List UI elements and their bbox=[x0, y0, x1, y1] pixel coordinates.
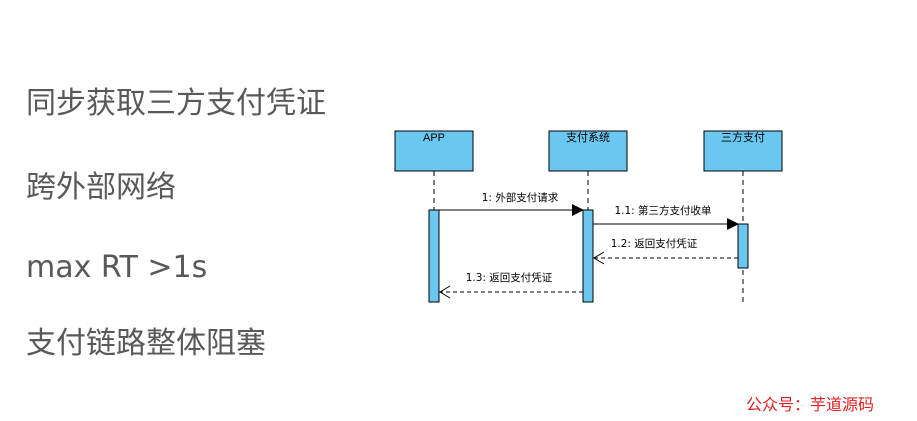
participant-app-label: APP bbox=[423, 132, 445, 144]
bullet-cross-network: 跨外部网络 bbox=[26, 170, 176, 205]
message-1-3-label: 1.3: 返回支付凭证 bbox=[466, 271, 553, 284]
message-1-label: 1: 外部支付请求 bbox=[482, 191, 559, 204]
message-1-3: 1.3: 返回支付凭证 bbox=[439, 271, 583, 299]
participant-payment-system: 支付系统 bbox=[548, 130, 628, 172]
message-1-1-label: 1.1: 第三方支付收单 bbox=[614, 204, 711, 217]
participant-app: APP bbox=[394, 130, 474, 172]
message-1-2: 1.2: 返回支付凭证 bbox=[593, 237, 738, 259]
watermark: 公众号：芋道源码 bbox=[746, 395, 875, 414]
participant-third-party: 三方支付 bbox=[703, 130, 783, 172]
participant-third-party-label: 三方支付 bbox=[721, 130, 765, 144]
message-1: 1: 外部支付请求 bbox=[439, 191, 584, 216]
activation-app bbox=[428, 209, 440, 303]
message-1-1: 1.1: 第三方支付收单 bbox=[593, 204, 739, 230]
bullet-chain-blocked: 支付链路整体阻塞 bbox=[26, 326, 266, 361]
activation-third-party bbox=[737, 223, 749, 269]
bullet-max-rt: max RT >1s bbox=[26, 250, 208, 285]
activation-payment-system bbox=[582, 209, 594, 303]
bullet-sync-fetch: 同步获取三方支付凭证 bbox=[26, 86, 326, 121]
participant-payment-system-label: 支付系统 bbox=[566, 131, 610, 144]
message-1-2-label: 1.2: 返回支付凭证 bbox=[611, 237, 698, 250]
